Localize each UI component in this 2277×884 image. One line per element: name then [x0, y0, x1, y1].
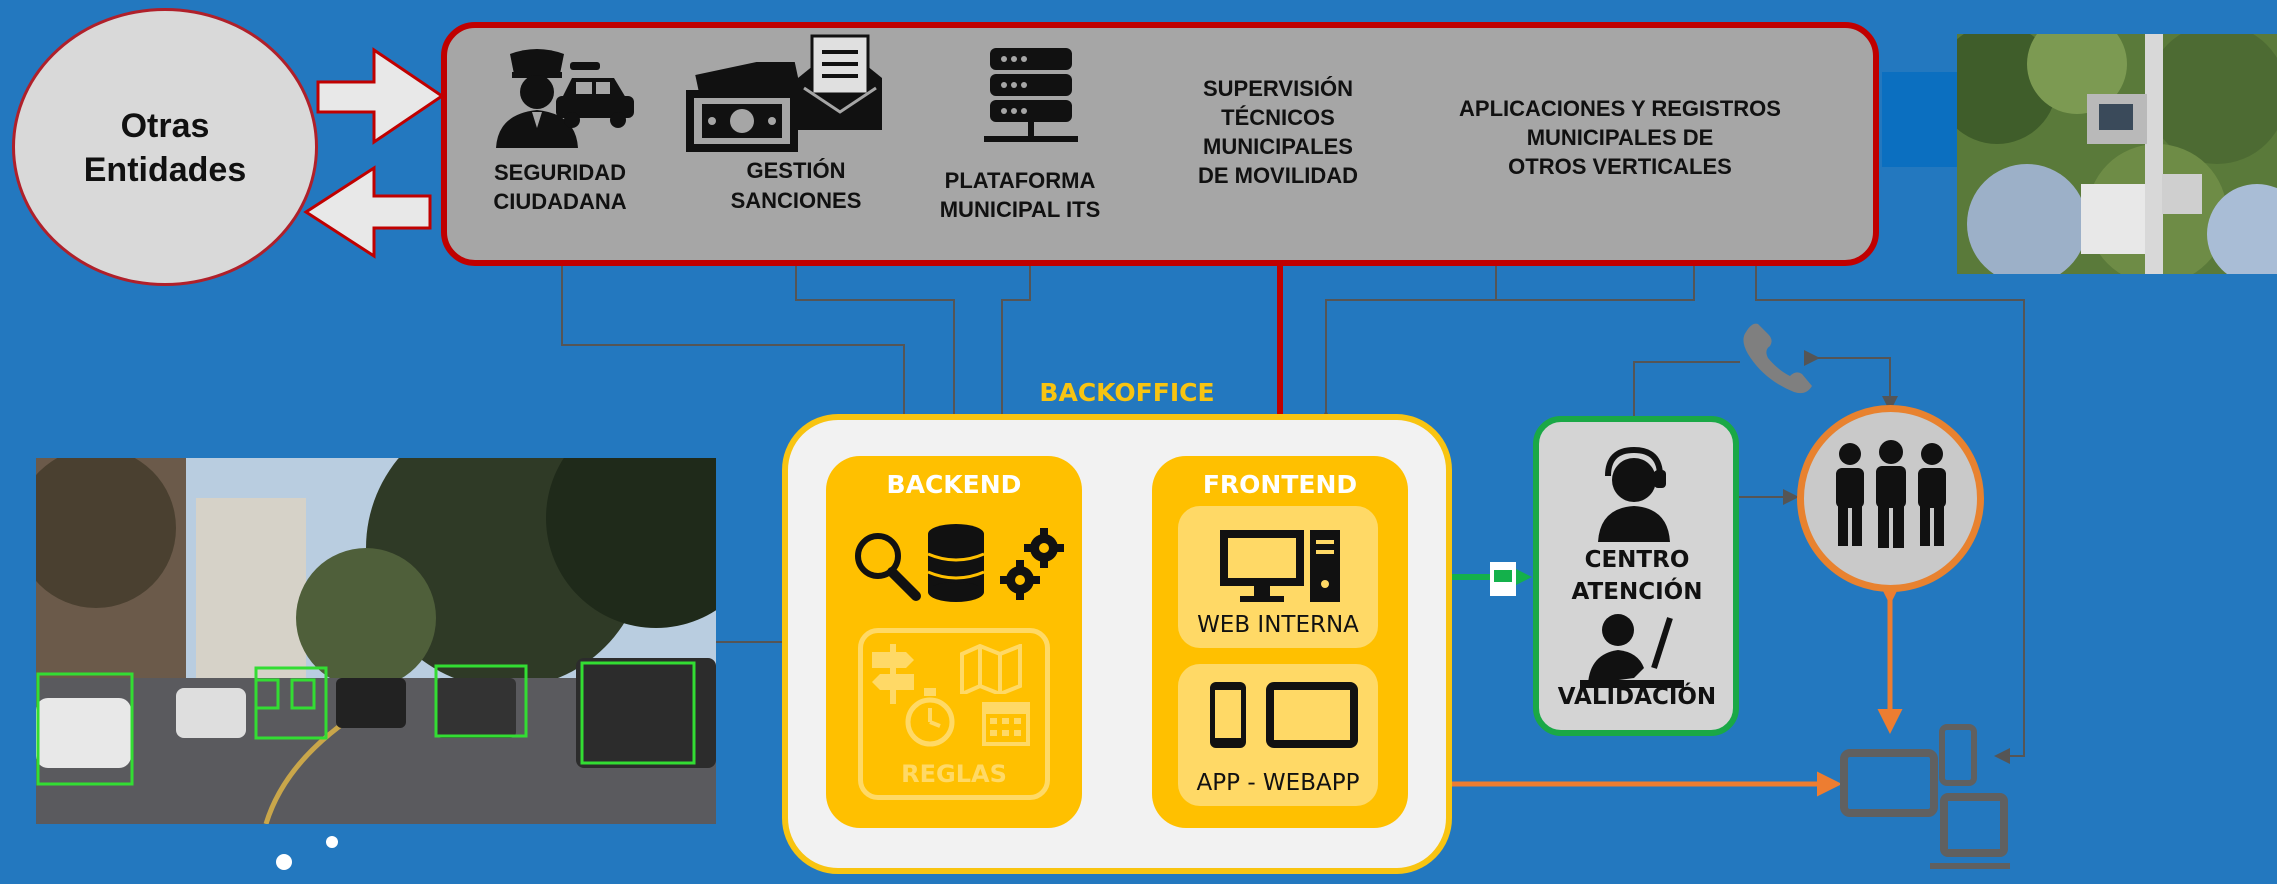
stopwatch-icon: [905, 688, 955, 747]
big-arrows: [303, 47, 445, 259]
centro-line2: ATENCIÓN: [1571, 579, 1703, 605]
search-icon: [855, 533, 921, 601]
connector-phone-centro: [1626, 361, 1740, 442]
municipal-systems-panel: [441, 22, 1879, 266]
connector-seguridad-backend: [554, 216, 912, 462]
rules-panel: [858, 628, 1050, 800]
plataforma-line1: PLATAFORMA: [944, 168, 1096, 193]
phone-icon: [1743, 323, 1812, 394]
supervision-line2: TÉCNICOS: [1221, 105, 1335, 130]
call-center-agent-icon: [1598, 446, 1670, 542]
label-supervision: SUPERVISIÓN TÉCNICOS MUNICIPALES DE MOVI…: [1160, 74, 1396, 190]
database-icon: [927, 524, 985, 602]
decorative-dots: [276, 836, 338, 870]
devices-icon: [1840, 724, 2010, 869]
gears-icon: [1000, 528, 1064, 600]
smartphone-icon: [1210, 682, 1246, 748]
citizens-circle: [1797, 405, 1984, 592]
connector-plug-icon: [1490, 562, 1516, 596]
connector-aplicaciones-devices: [1748, 186, 2025, 764]
validacion-label: VALIDACIÓN: [1557, 684, 1717, 710]
tablet-icon: [1266, 682, 1358, 748]
label-plataforma: PLATAFORMA MUNICIPAL ITS: [910, 166, 1130, 224]
rules-label: REGLAS: [901, 760, 1007, 788]
seguridad-line2: CIUDADANA: [493, 189, 627, 214]
gestion-line1: GESTIÓN: [746, 158, 846, 183]
aplicaciones-line1: APLICACIONES Y REGISTROS: [1459, 96, 1781, 121]
signpost-icon: [872, 644, 914, 704]
otras-entidades-circle: Otras Entidades: [12, 8, 318, 286]
connector-phone-citizens: [1804, 350, 1898, 412]
money-icon: [686, 62, 805, 152]
centro-line1: CENTRO: [1584, 547, 1690, 573]
supervision-line4: DE MOVILIDAD: [1197, 163, 1359, 188]
web-interna-label: WEB INTERNA: [1197, 612, 1359, 638]
gestion-line2: SANCIONES: [730, 188, 862, 213]
otras-line2: Entidades: [83, 151, 247, 189]
label-centro: CENTRO ATENCIÓN: [1540, 544, 1734, 608]
supervision-line3: MUNICIPALES: [1203, 134, 1353, 159]
desktop-computer-icon: [1220, 530, 1340, 602]
traffic-camera-photo: [36, 458, 716, 824]
validator-agent-icon: [1580, 614, 1684, 688]
aplicaciones-line2: MUNICIPALES DE: [1526, 125, 1714, 150]
label-seguridad: SEGURIDAD CIUDADANA: [470, 158, 650, 216]
label-aplicaciones: APLICACIONES Y REGISTROS MUNICIPALES DE …: [1410, 94, 1830, 181]
backoffice-title: BACKOFFICE: [1039, 378, 1215, 407]
map-icon: [960, 644, 1022, 694]
seguridad-line1: SEGURIDAD: [493, 160, 626, 185]
camera-pole-photo: [1957, 34, 2277, 274]
arrow-right-icon: [316, 47, 445, 145]
backend-title: BACKEND: [886, 470, 1022, 499]
envelope-icon: [798, 34, 882, 130]
citizens-group-icon: [1836, 440, 1946, 548]
plataforma-line2: MUNICIPAL ITS: [939, 197, 1101, 222]
decorative-strip: [1882, 72, 1962, 167]
police-car-icon: [556, 62, 634, 128]
arrow-left-icon: [303, 165, 432, 259]
supervision-line1: SUPERVISIÓN: [1203, 76, 1353, 101]
server-icon: [984, 48, 1078, 142]
police-officer-icon: [496, 49, 578, 148]
frontend-title: FRONTEND: [1202, 470, 1358, 499]
label-gestion: GESTIÓN SANCIONES: [706, 156, 886, 216]
app-webapp-label: APP - WEBAPP: [1196, 770, 1360, 796]
aplicaciones-line3: OTROS VERTICALES: [1508, 154, 1732, 179]
otras-line1: Otras: [120, 107, 210, 145]
calendar-icon: [982, 702, 1030, 746]
